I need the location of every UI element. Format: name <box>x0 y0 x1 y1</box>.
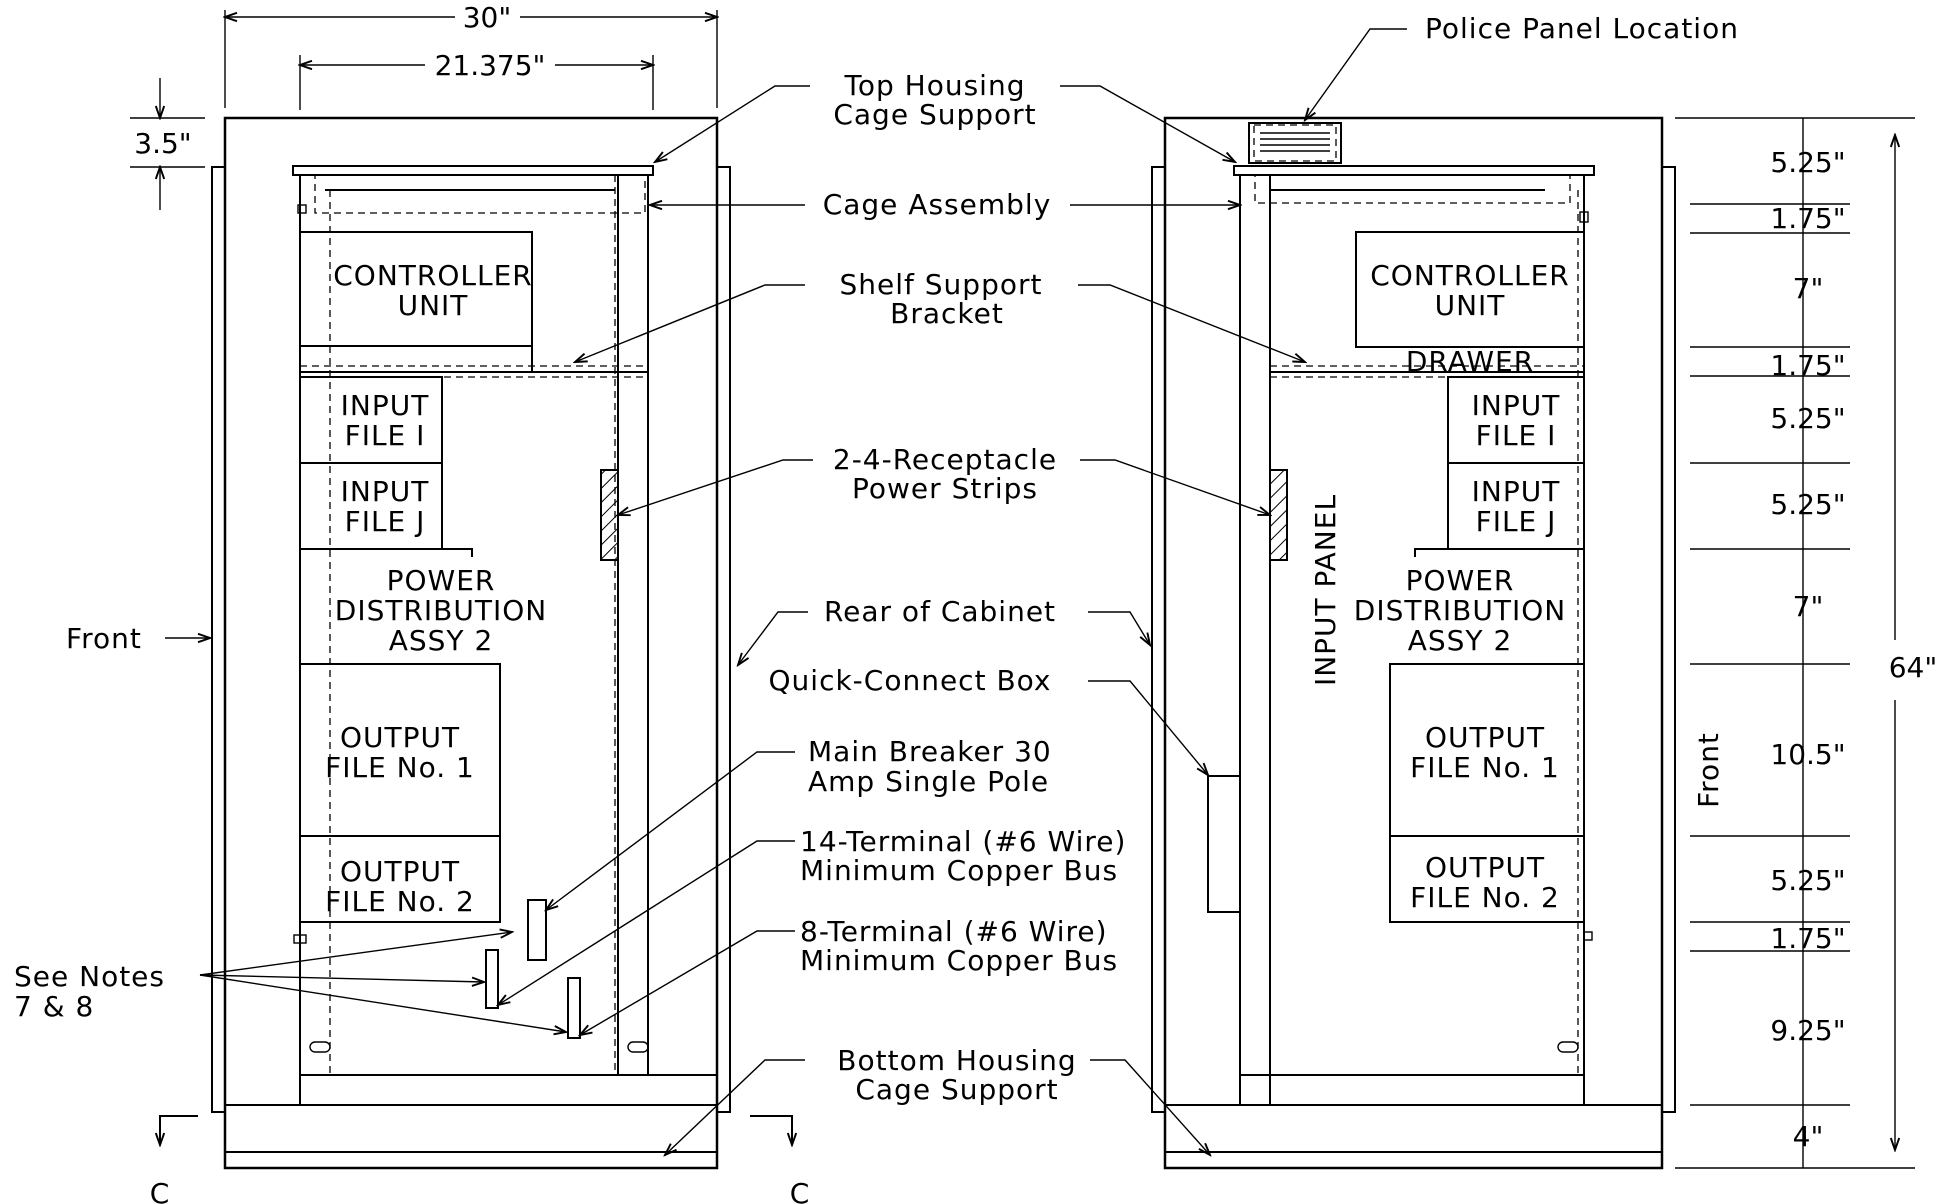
right-output-file-1-label: OUTPUT <box>1425 721 1545 754</box>
height-dim-label: 7" <box>1793 272 1824 305</box>
bottom-housing-label: Bottom Housing <box>837 1044 1076 1077</box>
height-dim-label: 5.25" <box>1770 146 1845 179</box>
cage-assembly-label: Cage Assembly <box>823 188 1052 221</box>
callout-leaders <box>199 28 1407 1155</box>
height-dim-label: 4" <box>1793 1120 1824 1153</box>
quick-connect-label: Quick-Connect Box <box>769 664 1052 697</box>
bus8-label: 8-Terminal (#6 Wire) <box>800 915 1108 948</box>
right-input-file-i-label: INPUT <box>1472 389 1561 422</box>
left-output-file-1-label-2: FILE No. 1 <box>325 751 475 784</box>
left-output-file-1-label: OUTPUT <box>340 721 460 754</box>
height-dim-label: 1.75" <box>1770 349 1845 382</box>
left-output-file-2-label-2: FILE No. 2 <box>325 885 475 918</box>
top-offset-label: 3.5" <box>134 127 191 160</box>
left-cabinet-view <box>130 10 792 1170</box>
right-pda-label-3: ASSY 2 <box>1408 624 1513 657</box>
height-dim-label: 1.75" <box>1770 922 1845 955</box>
left-pda-label-3: ASSY 2 <box>389 624 494 657</box>
main-breaker-label-2: Amp Single Pole <box>808 765 1049 798</box>
right-cabinet-view <box>1151 116 1676 1170</box>
main-breaker-label: Main Breaker 30 <box>808 735 1052 768</box>
rear-of-cabinet-label: Rear of Cabinet <box>824 595 1056 628</box>
height-dim-label: 5.25" <box>1770 488 1845 521</box>
right-controller-label-2: UNIT <box>1435 289 1506 322</box>
overall-width-label: 30" <box>463 1 512 34</box>
left-controller-label: CONTROLLER <box>333 259 532 292</box>
left-pda-label-2: DISTRIBUTION <box>335 594 547 627</box>
top-housing-label-2: Cage Support <box>833 98 1036 131</box>
bus14-label-2: Minimum Copper Bus <box>800 854 1118 887</box>
height-dim-label: 7" <box>1793 590 1824 623</box>
shelf-support-label-2: Bracket <box>890 297 1004 330</box>
section-mark-left: C <box>150 1177 171 1204</box>
shelf-support-label: Shelf Support <box>840 268 1043 301</box>
right-input-file-i-label-2: FILE I <box>1476 419 1557 452</box>
power-strips-label: 2-4-Receptacle <box>833 443 1057 476</box>
height-dimensions <box>1675 117 1915 1169</box>
section-mark-right: C <box>790 1177 811 1204</box>
right-input-file-j-label: INPUT <box>1472 475 1561 508</box>
left-controller-label-2: UNIT <box>398 289 469 322</box>
bottom-housing-label-2: Cage Support <box>855 1073 1058 1106</box>
right-input-file-j-label-2: FILE J <box>1476 505 1557 538</box>
see-notes-label-2: 7 & 8 <box>14 990 94 1023</box>
height-dim-label: 1.75" <box>1770 202 1845 235</box>
right-pda-label-2: DISTRIBUTION <box>1354 594 1566 627</box>
right-front-label: Front <box>1692 732 1725 808</box>
left-input-file-i-label-2: FILE I <box>345 419 426 452</box>
left-output-file-2-label: OUTPUT <box>340 855 460 888</box>
left-front-label: Front <box>66 622 142 655</box>
inner-width-label: 21.375" <box>435 49 546 82</box>
right-output-file-1-label-2: FILE No. 1 <box>1410 751 1560 784</box>
left-input-file-i-label: INPUT <box>341 389 430 422</box>
right-output-file-2-label: OUTPUT <box>1425 851 1545 884</box>
height-dim-label: 9.25" <box>1770 1014 1845 1047</box>
police-panel-label: Police Panel Location <box>1425 12 1739 45</box>
top-housing-label: Top Housing <box>844 69 1026 102</box>
police-panel-slots <box>1260 132 1330 152</box>
right-input-panel-label: INPUT PANEL <box>1309 494 1342 686</box>
overall-height-label: 64" <box>1889 651 1938 684</box>
right-output-file-2-label-2: FILE No. 2 <box>1410 881 1560 914</box>
left-input-file-j-label-2: FILE J <box>345 505 426 538</box>
right-drawer-label: DRAWER <box>1406 345 1534 378</box>
height-dim-label: 5.25" <box>1770 864 1845 897</box>
power-strips-label-2: Power Strips <box>852 472 1038 505</box>
right-pda-label: POWER <box>1406 564 1515 597</box>
bus14-label: 14-Terminal (#6 Wire) <box>800 825 1126 858</box>
right-controller-label: CONTROLLER <box>1370 259 1569 292</box>
left-input-file-j-label: INPUT <box>341 475 430 508</box>
height-dim-label: 5.25" <box>1770 402 1845 435</box>
see-notes-label: See Notes <box>14 960 165 993</box>
bus8-label-2: Minimum Copper Bus <box>800 944 1118 977</box>
left-pda-label: POWER <box>387 564 496 597</box>
height-dim-label: 10.5" <box>1770 738 1845 771</box>
height-labels: 5.25" 1.75" 7" 1.75" 5.25" 5.25" 7" 10.5" 5.25" 1… <box>1770 146 1845 1153</box>
